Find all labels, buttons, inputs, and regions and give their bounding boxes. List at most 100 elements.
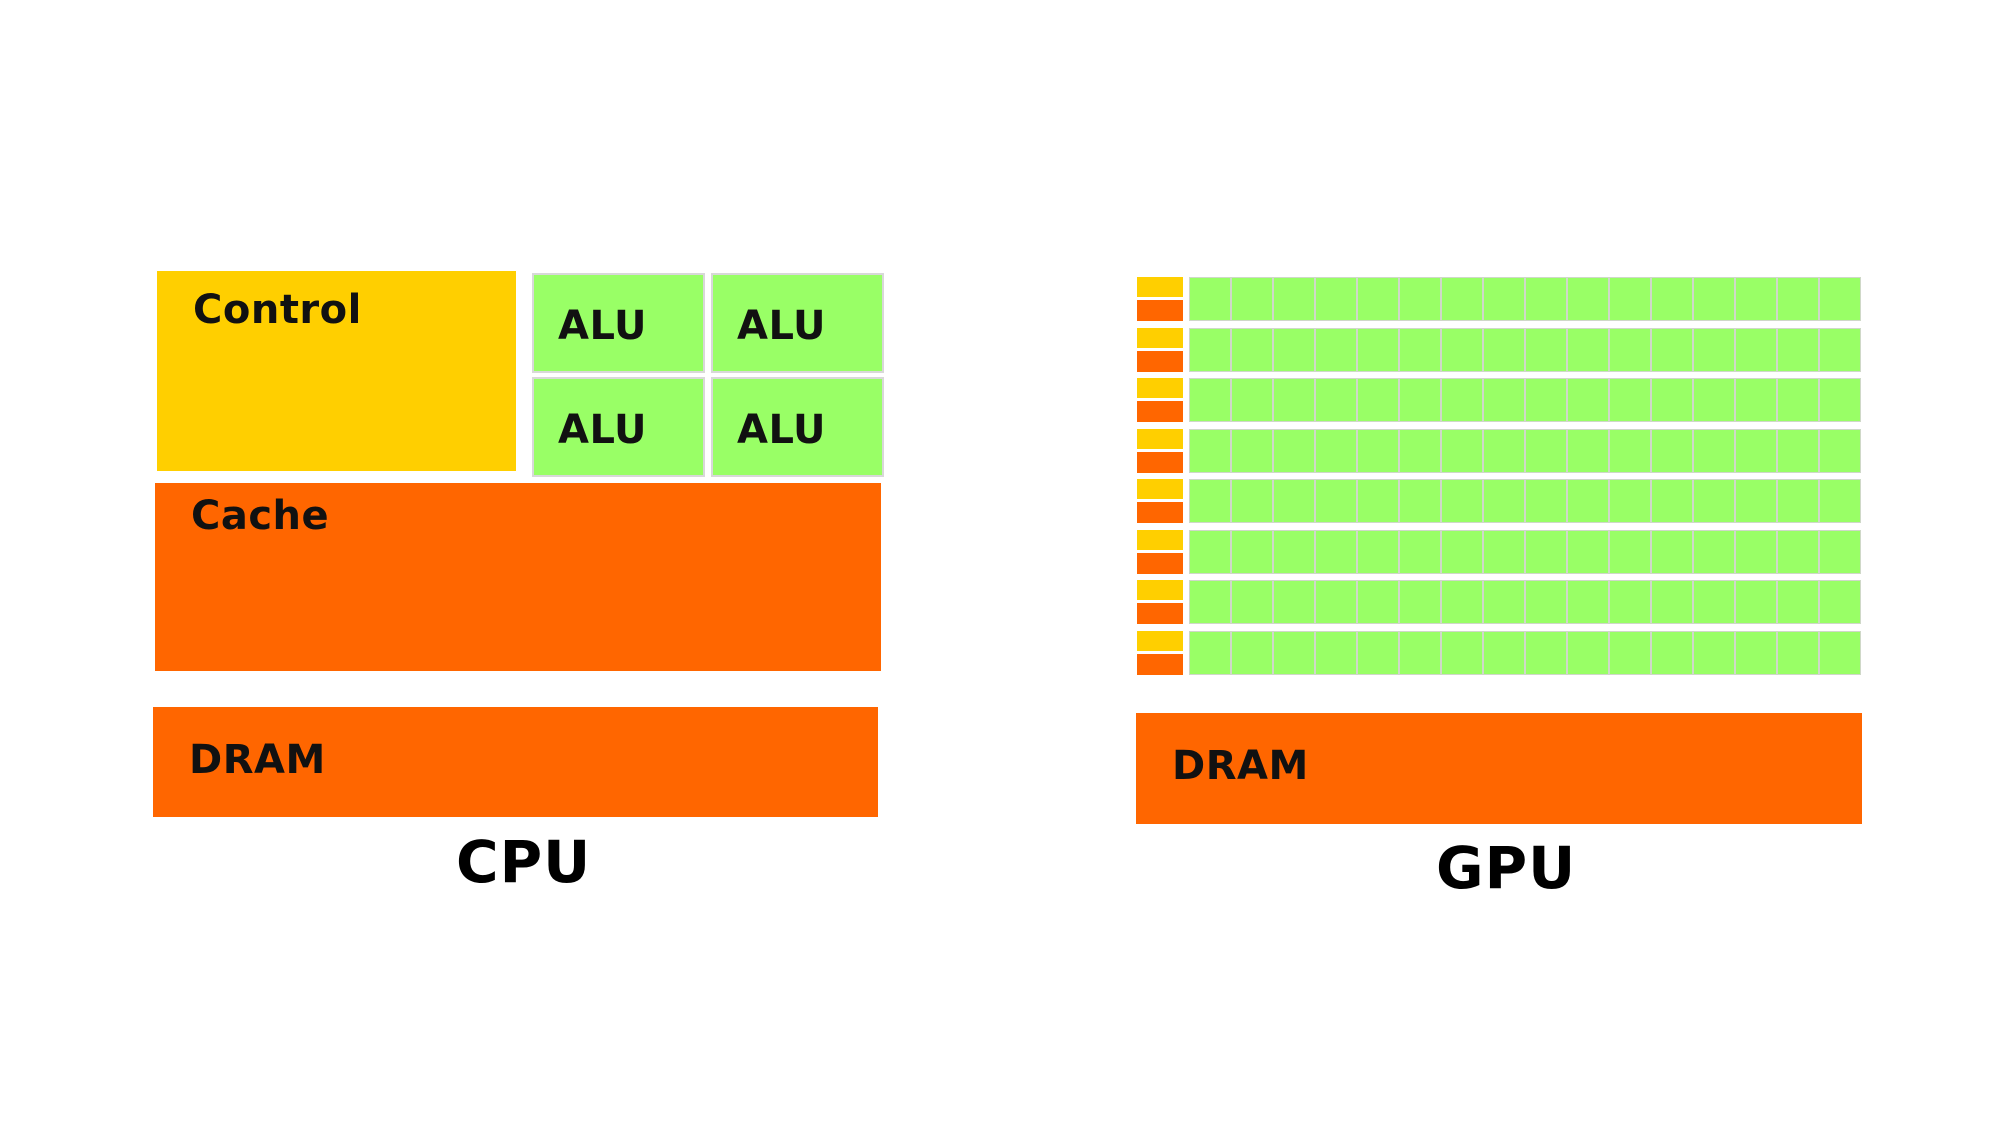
gpu-alu-cell [1483,580,1525,624]
gpu-alu-cell [1483,429,1525,473]
gpu-alu-cell [1651,328,1693,372]
gpu-alu-cell [1315,429,1357,473]
gpu-alu-cell [1273,429,1315,473]
gpu-alu-cell [1609,580,1651,624]
gpu-alu-cell [1231,530,1273,574]
gpu-alu-cell [1315,378,1357,422]
cpu-alu-label: ALU [558,303,647,349]
gpu-alu-cell [1735,429,1777,473]
gpu-alu-cell [1651,429,1693,473]
gpu-alu-cell [1567,580,1609,624]
gpu-alu-cell [1693,429,1735,473]
gpu-alu-cell [1231,429,1273,473]
gpu-alu-cell [1609,530,1651,574]
gpu-alu-cell [1567,378,1609,422]
cpu-alu-block: ALU [711,377,884,477]
gpu-alu-strip [1189,328,1861,372]
gpu-alu-cell [1273,631,1315,675]
gpu-alu-cell [1819,479,1861,523]
gpu-alu-cell [1651,277,1693,321]
gpu-alu-cell [1693,530,1735,574]
gpu-alu-cell [1819,530,1861,574]
gpu-alu-cell [1399,479,1441,523]
gpu-alu-strip [1189,530,1861,574]
gpu-alu-cell [1399,631,1441,675]
gpu-alu-strip [1189,631,1861,675]
cpu-caption: CPU [456,828,592,896]
gpu-alu-cell [1609,378,1651,422]
gpu-alu-cell [1357,580,1399,624]
gpu-alu-cell [1441,328,1483,372]
gpu-alu-cell [1399,378,1441,422]
cpu-alu-label: ALU [737,303,826,349]
gpu-control-unit [1137,530,1183,550]
gpu-alu-cell [1399,580,1441,624]
gpu-alu-cell [1441,580,1483,624]
gpu-core-row [1137,328,1861,372]
gpu-alu-cell [1483,631,1525,675]
cpu-control-label: Control [193,287,362,333]
gpu-alu-cell [1819,580,1861,624]
gpu-alu-strip [1189,277,1861,321]
gpu-alu-cell [1735,580,1777,624]
gpu-alu-cell [1315,530,1357,574]
gpu-alu-cell [1399,429,1441,473]
gpu-alu-cell [1399,328,1441,372]
gpu-alu-cell [1231,378,1273,422]
gpu-alu-cell [1315,580,1357,624]
gpu-alu-strip [1189,378,1861,422]
gpu-alu-cell [1777,530,1819,574]
gpu-alu-cell [1567,479,1609,523]
gpu-alu-cell [1315,631,1357,675]
gpu-alu-cell [1483,479,1525,523]
gpu-alu-cell [1273,479,1315,523]
gpu-cache-unit [1137,300,1183,321]
cpu-cache-block: Cache [155,483,881,671]
gpu-alu-cell [1819,429,1861,473]
gpu-core-row [1137,530,1861,574]
gpu-alu-cell [1441,277,1483,321]
gpu-alu-cell [1483,277,1525,321]
gpu-control-unit [1137,277,1183,297]
gpu-alu-cell [1819,328,1861,372]
gpu-alu-strip [1189,429,1861,473]
gpu-alu-cell [1525,277,1567,321]
gpu-alu-cell [1735,328,1777,372]
gpu-alu-cell [1483,328,1525,372]
gpu-alu-cell [1315,479,1357,523]
gpu-alu-cell [1525,429,1567,473]
gpu-core-row [1137,277,1861,321]
gpu-alu-cell [1273,328,1315,372]
gpu-alu-strip [1189,479,1861,523]
gpu-alu-cell [1315,277,1357,321]
gpu-alu-cell [1567,530,1609,574]
gpu-alu-cell [1651,631,1693,675]
gpu-alu-cell [1441,530,1483,574]
gpu-cache-unit [1137,351,1183,372]
gpu-caption: GPU [1436,834,1577,902]
gpu-alu-cell [1399,530,1441,574]
gpu-alu-cell [1483,378,1525,422]
gpu-alu-cell [1819,378,1861,422]
gpu-alu-cell [1189,378,1231,422]
gpu-control-unit [1137,378,1183,398]
gpu-alu-cell [1735,530,1777,574]
cpu-alu-block: ALU [532,273,705,373]
gpu-alu-cell [1693,580,1735,624]
gpu-alu-strip [1189,580,1861,624]
gpu-alu-cell [1567,631,1609,675]
gpu-alu-cell [1357,479,1399,523]
gpu-dram-block: DRAM [1136,713,1862,824]
gpu-control-unit [1137,429,1183,449]
gpu-cache-unit [1137,603,1183,624]
cpu-dram-label: DRAM [189,737,326,783]
gpu-alu-cell [1777,631,1819,675]
gpu-dram-label: DRAM [1172,743,1309,789]
gpu-alu-cell [1231,479,1273,523]
gpu-alu-cell [1189,277,1231,321]
gpu-alu-cell [1525,631,1567,675]
gpu-alu-cell [1609,631,1651,675]
cpu-alu-label: ALU [558,407,647,453]
cpu-cache-label: Cache [191,493,330,539]
gpu-alu-cell [1231,631,1273,675]
